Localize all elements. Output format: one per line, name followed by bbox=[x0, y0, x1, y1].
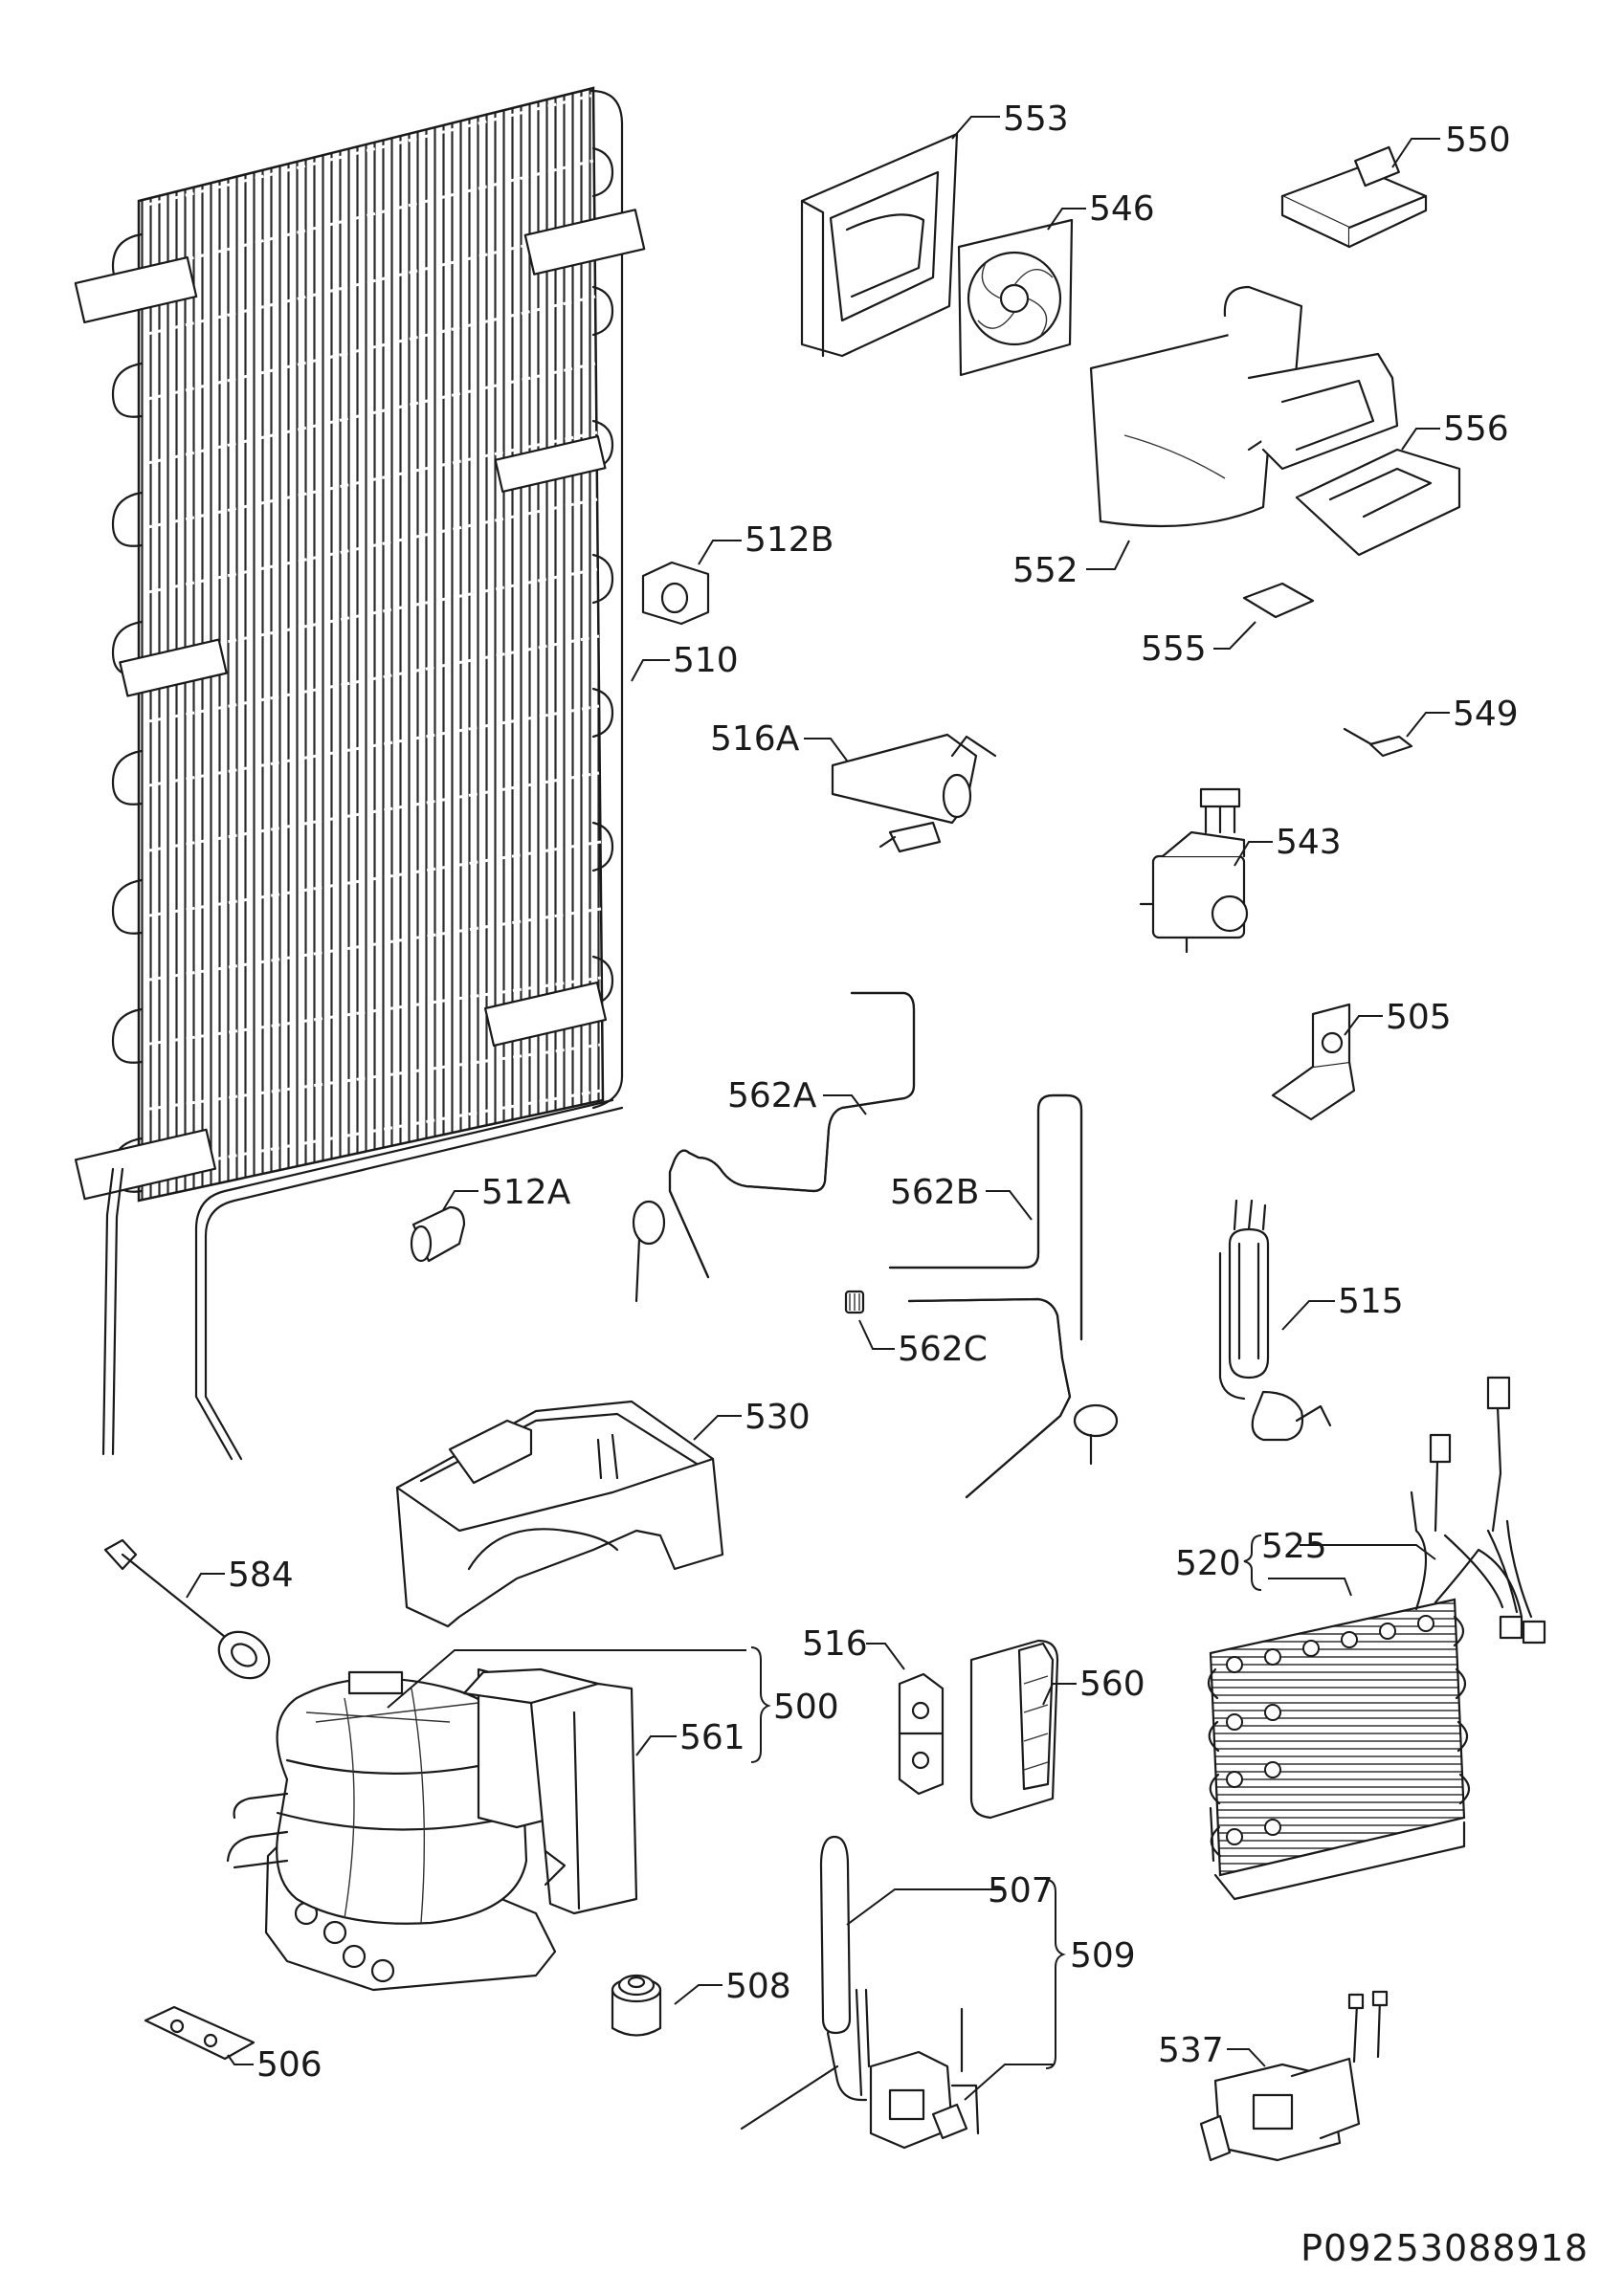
braces bbox=[750, 1534, 1262, 2069]
plate-506 bbox=[144, 2005, 256, 2061]
fan-546 bbox=[957, 218, 1074, 377]
fan-cover-553 bbox=[800, 132, 959, 358]
label-516a: 516A bbox=[710, 719, 800, 759]
damper-543 bbox=[1139, 787, 1249, 954]
label-509: 509 bbox=[1070, 1936, 1136, 1976]
label-508: 508 bbox=[725, 1967, 791, 2006]
label-515: 515 bbox=[1338, 1282, 1404, 1321]
valve-537 bbox=[1199, 1990, 1389, 2162]
heater-515 bbox=[1218, 1199, 1332, 1442]
leader-lines bbox=[186, 116, 1450, 2101]
grommet-508 bbox=[611, 1974, 662, 2037]
clip-512b bbox=[641, 561, 710, 626]
valve-509 bbox=[864, 1988, 980, 2150]
label-584: 584 bbox=[228, 1556, 294, 1595]
label-537: 537 bbox=[1158, 2031, 1224, 2070]
clip-550 bbox=[1280, 145, 1428, 249]
label-560: 560 bbox=[1079, 1665, 1145, 1704]
label-562c: 562C bbox=[898, 1330, 988, 1369]
relay-box-561 bbox=[462, 1667, 638, 1915]
label-561: 561 bbox=[679, 1718, 745, 1757]
label-562a: 562A bbox=[727, 1076, 817, 1115]
label-512a: 512A bbox=[481, 1173, 571, 1212]
capillary-562a bbox=[632, 991, 916, 1303]
drip-tray-530 bbox=[395, 1400, 724, 1628]
pad-555 bbox=[1242, 582, 1315, 619]
label-549: 549 bbox=[1453, 695, 1519, 734]
pipe-562b bbox=[888, 1093, 1119, 1499]
plate-505 bbox=[1271, 1003, 1356, 1121]
drawer-556 bbox=[1295, 448, 1461, 557]
part-labels: 553 550 546 556 552 555 512B 510 549 516… bbox=[228, 99, 1519, 2085]
label-516: 516 bbox=[802, 1624, 868, 1664]
label-512b: 512B bbox=[745, 520, 834, 560]
sensor-549 bbox=[1343, 727, 1413, 758]
label-506: 506 bbox=[256, 2045, 322, 2085]
label-553: 553 bbox=[1003, 99, 1069, 139]
label-520: 520 bbox=[1175, 1544, 1241, 1583]
evaporator-520 bbox=[1207, 1376, 1546, 1901]
ferrule-562c bbox=[844, 1290, 865, 1314]
label-510: 510 bbox=[673, 641, 739, 680]
label-500: 500 bbox=[773, 1688, 839, 1727]
label-507: 507 bbox=[988, 1871, 1054, 1910]
tool-584 bbox=[103, 1538, 271, 1680]
filter-drier-507 bbox=[740, 1835, 868, 2130]
label-530: 530 bbox=[745, 1398, 811, 1437]
document-code: P09253088918 bbox=[1301, 2227, 1589, 2269]
label-505: 505 bbox=[1386, 998, 1452, 1037]
label-543: 543 bbox=[1276, 823, 1342, 862]
label-555: 555 bbox=[1141, 629, 1207, 669]
label-556: 556 bbox=[1443, 409, 1509, 449]
air-duct-552 bbox=[1089, 285, 1399, 528]
label-546: 546 bbox=[1089, 189, 1155, 229]
condenser-510 bbox=[74, 86, 646, 1461]
clip-516 bbox=[898, 1672, 945, 1796]
label-552: 552 bbox=[1012, 551, 1078, 590]
cover-560 bbox=[969, 1639, 1059, 1820]
label-525: 525 bbox=[1261, 1527, 1327, 1566]
sleeve-512a bbox=[410, 1205, 466, 1263]
label-562b: 562B bbox=[890, 1173, 979, 1212]
label-550: 550 bbox=[1445, 121, 1511, 160]
holder-516a bbox=[831, 733, 997, 853]
